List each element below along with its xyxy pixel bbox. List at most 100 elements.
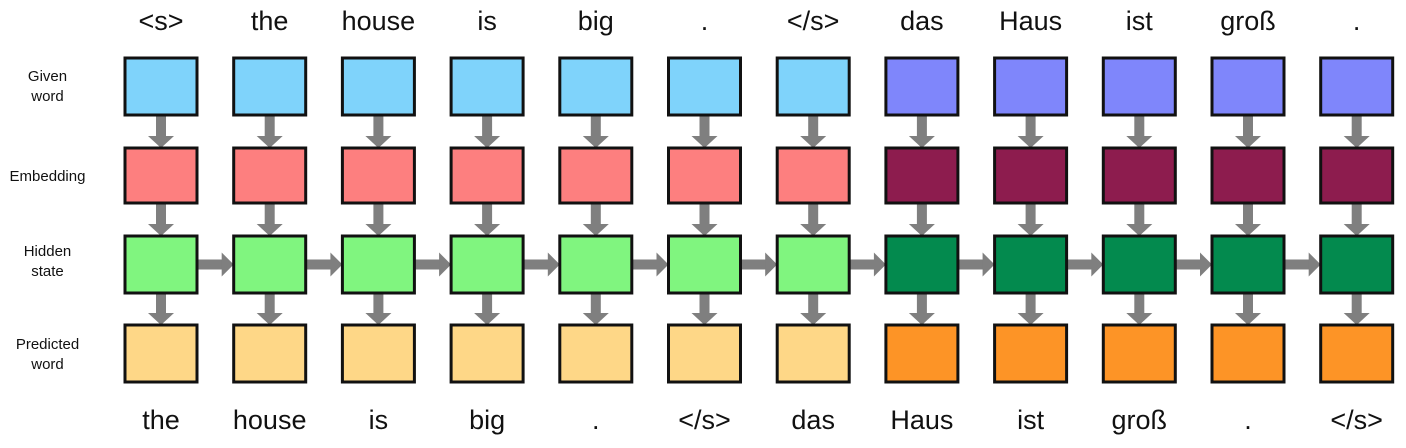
input-word: .: [700, 6, 709, 36]
down-arrow-hidden-6: [800, 293, 827, 325]
down-arrow-given-4-head: [582, 136, 609, 148]
hidden-box-7: [884, 234, 960, 295]
recurrent-arrow-8-shaft: [1066, 259, 1093, 270]
input-word: </s>: [786, 6, 840, 36]
given-box-0: [123, 56, 199, 117]
input-word: house: [341, 6, 416, 36]
input-word: <s>: [138, 6, 184, 36]
output-word: ist: [1017, 405, 1045, 435]
down-arrow-embedding-4-shaft: [590, 203, 601, 225]
hidden-box-1: [232, 234, 308, 295]
down-arrow-given-9-shaft: [1134, 115, 1145, 137]
down-arrow-embedding-10-head: [1235, 224, 1261, 236]
output-word: house: [232, 405, 307, 435]
recurrent-arrow-4-head: [656, 252, 669, 277]
recurrent-arrow-9: [1175, 252, 1212, 277]
given-box-1: [232, 56, 308, 117]
predicted-box-11: [1319, 323, 1395, 384]
down-arrow-embedding-0-head: [148, 224, 174, 236]
down-arrow-hidden-5-head: [691, 313, 718, 325]
down-arrow-hidden-1-shaft: [264, 293, 275, 314]
output-word: .: [1244, 405, 1252, 435]
given-box-10: [1210, 56, 1286, 117]
down-arrow-embedding-7-shaft: [916, 203, 927, 225]
down-arrow-given-7-head: [908, 136, 935, 148]
embedding-box-9: [1101, 146, 1177, 205]
down-arrow-hidden-1: [256, 293, 283, 325]
embedding-box-1: [232, 146, 308, 205]
down-arrow-given-0: [148, 115, 174, 148]
hidden-box-5: [667, 234, 742, 295]
down-arrow-embedding-11-head: [1343, 224, 1370, 236]
input-word: the: [250, 6, 289, 36]
recurrent-arrow-2: [414, 252, 452, 277]
hidden-box-4: [558, 234, 634, 295]
recurrent-arrow-9-shaft: [1175, 259, 1201, 270]
down-arrow-given-5: [691, 115, 718, 148]
input-word: groß: [1220, 6, 1276, 36]
recurrent-arrow-6-head: [873, 252, 886, 277]
down-arrow-given-7-shaft: [916, 115, 927, 137]
down-arrow-given-10-shaft: [1243, 115, 1253, 137]
down-arrow-hidden-7: [908, 293, 935, 325]
input-word: ist: [1125, 6, 1153, 36]
down-arrow-given-2: [365, 115, 392, 148]
down-arrow-hidden-2-head: [365, 313, 392, 325]
down-arrow-embedding-5: [691, 203, 718, 236]
predicted-box-8: [993, 323, 1069, 384]
down-arrow-embedding-8-head: [1017, 224, 1044, 236]
recurrent-arrow-8-head: [1091, 252, 1104, 277]
recurrent-arrow-0-head: [221, 252, 234, 277]
output-word: big: [469, 405, 506, 435]
predicted-box-5: [667, 323, 742, 384]
down-arrow-embedding-5-head: [691, 224, 718, 236]
down-arrow-embedding-3: [474, 203, 501, 236]
down-arrow-given-2-head: [365, 136, 392, 148]
down-arrow-given-1-shaft: [264, 115, 275, 137]
down-arrow-hidden-7-head: [908, 313, 935, 325]
output-word: das: [791, 405, 835, 435]
down-arrow-embedding-0-shaft: [156, 203, 166, 225]
down-arrow-embedding-8-shaft: [1025, 203, 1036, 225]
embedding-box-7: [884, 146, 960, 205]
hidden-box-9: [1101, 234, 1177, 295]
down-arrow-given-1-head: [256, 136, 283, 148]
down-arrow-hidden-3-head: [474, 313, 501, 325]
embedding-box-6: [775, 146, 851, 205]
down-arrow-given-11-head: [1343, 136, 1370, 148]
embedding-box-5: [667, 146, 742, 205]
output-word: groß: [1111, 405, 1168, 435]
down-arrow-hidden-2: [365, 293, 392, 325]
down-arrow-given-9: [1126, 115, 1153, 148]
output-word: is: [368, 405, 389, 435]
given-box-8: [993, 56, 1069, 117]
down-arrow-hidden-5-shaft: [699, 293, 710, 314]
down-arrow-hidden-4-shaft: [590, 293, 601, 314]
predicted-box-3: [449, 323, 525, 384]
recurrent-arrow-6-shaft: [849, 259, 875, 270]
embedding-box-2: [340, 146, 416, 205]
given-box-6: [775, 56, 851, 117]
down-arrow-given-6: [800, 115, 827, 148]
predicted-box-7: [884, 323, 960, 384]
input-word: Haus: [999, 6, 1063, 36]
down-arrow-given-11: [1343, 115, 1370, 148]
recurrent-arrow-10: [1284, 252, 1321, 277]
down-arrow-given-8: [1017, 115, 1044, 148]
predicted-box-6: [775, 323, 851, 384]
down-arrow-hidden-6-head: [800, 313, 827, 325]
down-arrow-given-7: [908, 115, 935, 148]
down-arrow-embedding-9: [1126, 203, 1153, 236]
predicted-box-4: [558, 323, 634, 384]
hidden-box-0: [123, 234, 199, 295]
output-word: </s>: [1330, 405, 1383, 435]
down-arrow-given-2-shaft: [373, 115, 384, 137]
down-arrow-hidden-11-shaft: [1351, 293, 1362, 314]
down-arrow-embedding-8: [1017, 203, 1044, 236]
recurrent-arrow-0: [197, 252, 234, 277]
given-box-11: [1319, 56, 1395, 117]
embedding-box-4: [558, 146, 634, 205]
down-arrow-embedding-7: [908, 203, 935, 236]
